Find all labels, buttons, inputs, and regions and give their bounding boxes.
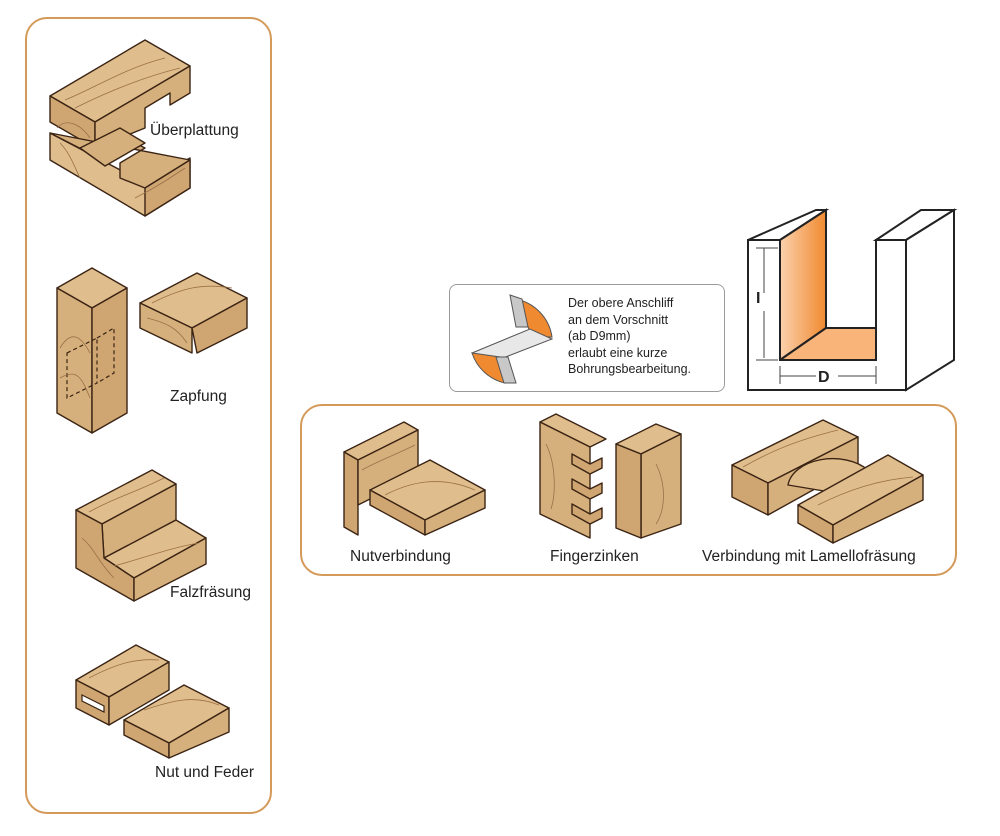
mortise-tenon-icon bbox=[56, 267, 248, 434]
info-box: Der obere Anschliff an dem Vorschnitt (a… bbox=[449, 284, 725, 392]
height-label-I: I bbox=[756, 290, 761, 307]
rebate-icon bbox=[75, 469, 207, 602]
label-zapfung: Zapfung bbox=[170, 388, 227, 405]
info-line: an dem Vorschnitt bbox=[568, 312, 669, 327]
finger-joint-icon bbox=[539, 413, 682, 539]
label-nut-und-feder: Nut und Feder bbox=[155, 764, 255, 781]
info-text: Der obere Anschliff an dem Vorschnitt (a… bbox=[568, 295, 691, 378]
lap-joint-icon bbox=[49, 39, 191, 217]
label-falzfraesung: Falzfräsung bbox=[170, 584, 251, 601]
label-nutverbindung: Nutverbindung bbox=[350, 548, 451, 565]
groove-joint-icon bbox=[343, 421, 486, 536]
tongue-groove-icon bbox=[75, 644, 230, 759]
biscuit-joint-icon bbox=[731, 419, 924, 544]
info-line: Der obere Anschliff bbox=[568, 296, 674, 310]
slot-dimension-diagram bbox=[747, 208, 958, 392]
width-label-D: D bbox=[818, 369, 830, 386]
router-bit-cutter-icon bbox=[470, 294, 554, 384]
label-lamellofraesung: Verbindung mit Lamellofräsung bbox=[702, 548, 916, 565]
info-line: erlaubt eine kurze bbox=[568, 345, 668, 360]
label-fingerzinken: Fingerzinken bbox=[550, 548, 639, 565]
label-ueberplattung: Überplattung bbox=[150, 122, 239, 139]
info-line: (ab D9mm) bbox=[568, 329, 631, 343]
info-line: Bohrungsbearbeitung. bbox=[568, 362, 692, 376]
